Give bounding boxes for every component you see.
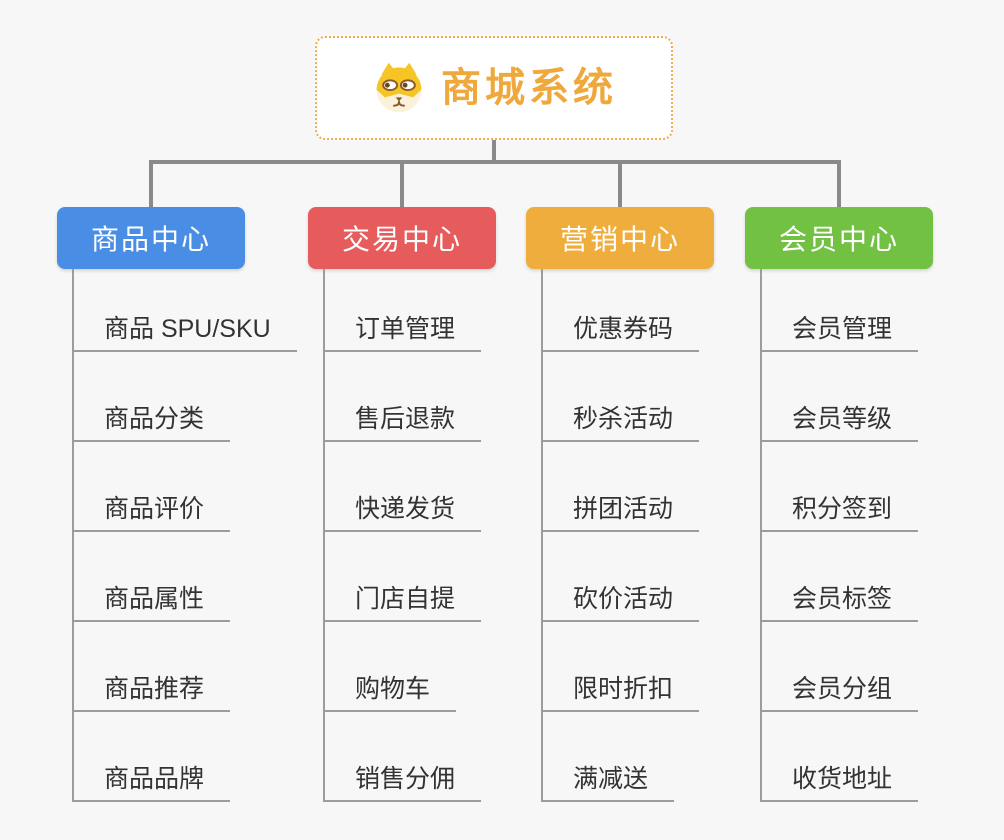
branch-vline-trade bbox=[323, 269, 325, 802]
leaf-node[interactable]: 商品 SPU/SKU bbox=[72, 314, 297, 352]
leaf-node[interactable]: 商品推荐 bbox=[72, 674, 231, 712]
branch-marketing-center: 营销中心 优惠券码 秒杀活动 拼团活动 砍价活动 限时折扣 满减送 bbox=[526, 207, 714, 807]
leaf-node[interactable]: 销售分佣 bbox=[323, 764, 482, 802]
connector-drop-marketing bbox=[618, 162, 622, 207]
leaf-node[interactable]: 售后退款 bbox=[323, 404, 482, 442]
branch-vline-goods bbox=[72, 269, 74, 802]
branch-vline-member bbox=[760, 269, 762, 802]
connector-drop-goods bbox=[149, 162, 153, 207]
leaf-node[interactable]: 会员标签 bbox=[760, 584, 919, 622]
leaf-node[interactable]: 收货地址 bbox=[760, 764, 919, 802]
leaf-node[interactable]: 会员等级 bbox=[760, 404, 919, 442]
root-title: 商城系统 bbox=[441, 66, 617, 110]
branch-vline-marketing bbox=[541, 269, 543, 802]
leaf-node[interactable]: 砍价活动 bbox=[541, 584, 700, 622]
leaf-node[interactable]: 商品属性 bbox=[72, 584, 231, 622]
leaf-node[interactable]: 积分签到 bbox=[760, 494, 919, 532]
leaf-node[interactable]: 限时折扣 bbox=[541, 674, 700, 712]
leaf-node[interactable]: 门店自提 bbox=[323, 584, 482, 622]
leaf-node[interactable]: 会员管理 bbox=[760, 314, 919, 352]
leaf-node[interactable]: 秒杀活动 bbox=[541, 404, 700, 442]
leaf-node[interactable]: 商品品牌 bbox=[72, 764, 231, 802]
leaf-node[interactable]: 拼团活动 bbox=[541, 494, 700, 532]
connector-drop-trade bbox=[400, 162, 404, 207]
leaf-node[interactable]: 购物车 bbox=[323, 674, 457, 712]
leaf-node[interactable]: 满减送 bbox=[541, 764, 675, 802]
branch-header-member[interactable]: 会员中心 bbox=[745, 207, 933, 269]
connector-drop-member bbox=[837, 162, 841, 207]
connector-horizontal-bar bbox=[149, 160, 841, 164]
dog-face-icon bbox=[371, 60, 427, 116]
leaf-node[interactable]: 优惠券码 bbox=[541, 314, 700, 352]
leaf-node[interactable]: 订单管理 bbox=[323, 314, 482, 352]
branch-header-trade[interactable]: 交易中心 bbox=[308, 207, 496, 269]
leaf-node[interactable]: 商品分类 bbox=[72, 404, 231, 442]
branch-goods-center: 商品中心 商品 SPU/SKU 商品分类 商品评价 商品属性 商品推荐 商品品牌 bbox=[57, 207, 297, 807]
leaf-node[interactable]: 商品评价 bbox=[72, 494, 231, 532]
leaf-node[interactable]: 快递发货 bbox=[323, 494, 482, 532]
root-node[interactable]: 商城系统 bbox=[315, 36, 673, 140]
leaf-node[interactable]: 会员分组 bbox=[760, 674, 919, 712]
connector-trunk bbox=[492, 140, 496, 162]
branch-header-marketing[interactable]: 营销中心 bbox=[526, 207, 714, 269]
branch-trade-center: 交易中心 订单管理 售后退款 快递发货 门店自提 购物车 销售分佣 bbox=[308, 207, 496, 807]
branch-member-center: 会员中心 会员管理 会员等级 积分签到 会员标签 会员分组 收货地址 bbox=[745, 207, 933, 807]
branch-header-goods[interactable]: 商品中心 bbox=[57, 207, 245, 269]
